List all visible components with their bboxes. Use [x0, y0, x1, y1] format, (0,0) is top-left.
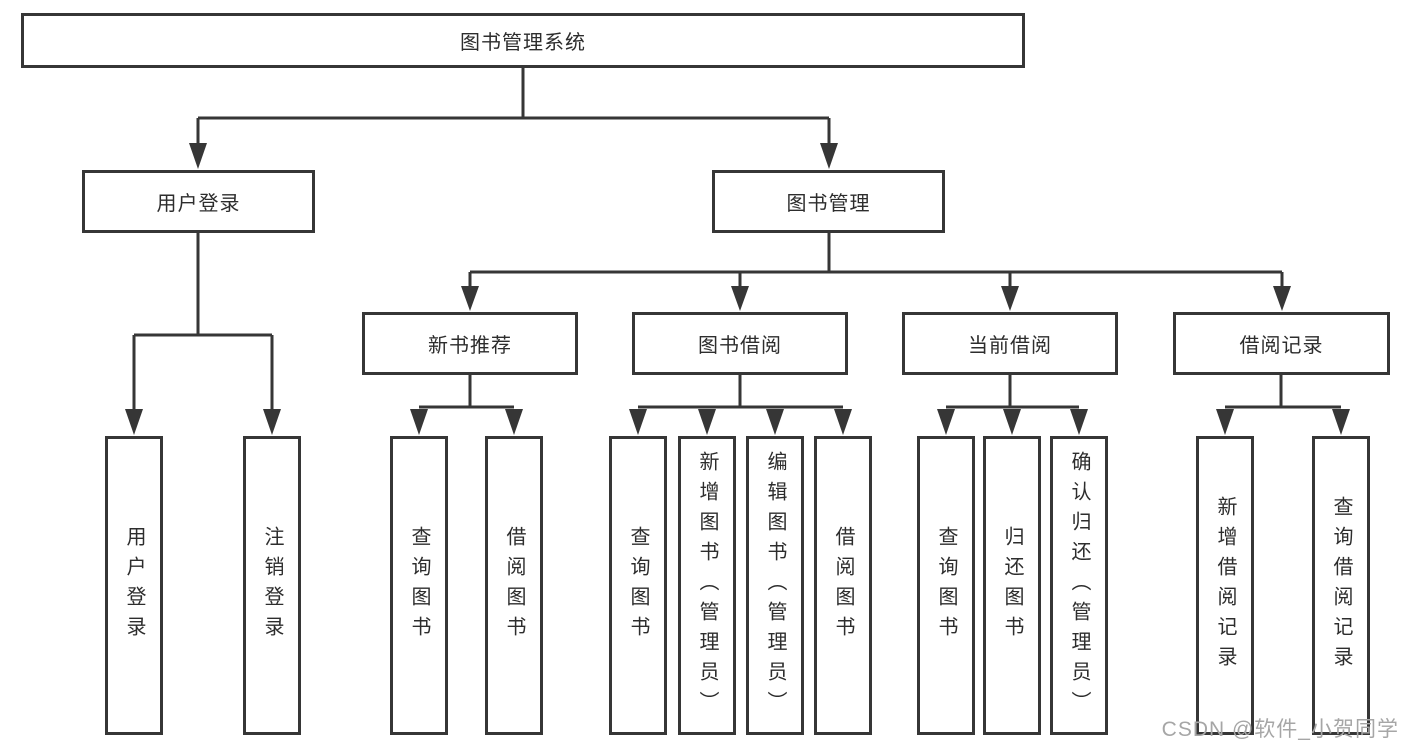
node-label: 图书管理 — [786, 193, 871, 215]
node-label: 查询图书 — [408, 525, 430, 646]
node-label: 查询图书 — [627, 525, 649, 646]
node-add-books-admin: 新增图书（管理员） — [678, 436, 736, 735]
node-borrow-books-2: 借阅图书 — [814, 436, 872, 735]
node-label: 查询借阅记录 — [1330, 495, 1352, 676]
node-label: 图书借阅 — [698, 335, 782, 357]
watermark: CSDN @软件_小贺同学 — [1161, 718, 1399, 741]
node-return-books: 归还图书 — [983, 436, 1041, 735]
node-label: 用户登录 — [123, 525, 145, 646]
node-book-management: 图书管理 — [712, 170, 945, 233]
node-confirm-return-admin: 确认归还（管理员） — [1050, 436, 1108, 735]
node-query-books-1: 查询图书 — [390, 436, 448, 735]
arrowheads — [125, 143, 1350, 435]
node-query-books-2: 查询图书 — [609, 436, 667, 735]
node-label: 新书推荐 — [428, 335, 512, 357]
node-label: 当前借阅 — [968, 335, 1052, 357]
node-edit-books-admin: 编辑图书（管理员） — [746, 436, 804, 735]
node-borrowing-records: 借阅记录 — [1173, 312, 1390, 375]
node-current-borrowing: 当前借阅 — [902, 312, 1118, 375]
node-user-login: 用户登录 — [105, 436, 163, 735]
node-label: 借阅图书 — [832, 525, 854, 646]
node-label: 借阅图书 — [503, 525, 525, 646]
node-label: 编辑图书（管理员） — [764, 450, 786, 721]
node-label: 注销登录 — [261, 525, 283, 646]
node-add-borrow-record: 新增借阅记录 — [1196, 436, 1254, 735]
node-label: 查询图书 — [935, 525, 957, 646]
node-library-management-system: 图书管理系统 — [21, 13, 1025, 68]
node-label: 新增借阅记录 — [1214, 495, 1236, 676]
node-label: 归还图书 — [1001, 525, 1023, 646]
node-label: 借阅记录 — [1239, 335, 1324, 357]
node-borrow-books-1: 借阅图书 — [485, 436, 543, 735]
node-user-login-branch: 用户登录 — [82, 170, 315, 233]
node-book-borrowing: 图书借阅 — [632, 312, 848, 375]
node-logout: 注销登录 — [243, 436, 301, 735]
node-label: 用户登录 — [156, 193, 241, 215]
node-label: 图书管理系统 — [460, 32, 586, 54]
node-query-books-3: 查询图书 — [917, 436, 975, 735]
node-label: 新增图书（管理员） — [696, 450, 718, 721]
node-new-book-recommendation: 新书推荐 — [362, 312, 578, 375]
node-label: 确认归还（管理员） — [1068, 450, 1090, 721]
node-query-borrow-record: 查询借阅记录 — [1312, 436, 1370, 735]
